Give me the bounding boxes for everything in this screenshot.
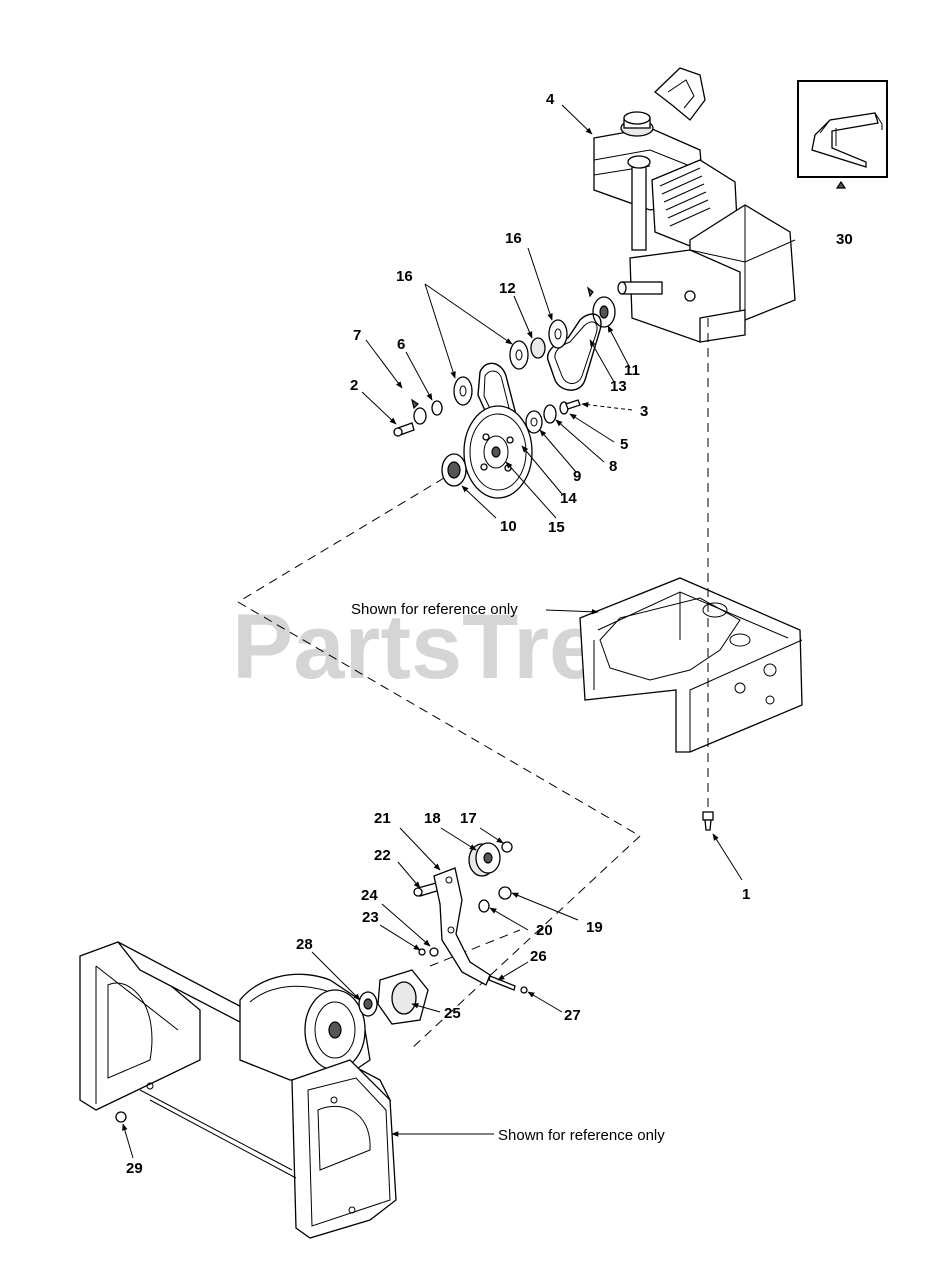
housing-reference-note: Shown for reference only	[498, 1127, 665, 1144]
frame-reference-note: Shown for reference only	[351, 601, 518, 618]
pulley-assembly	[393, 286, 616, 499]
callout-27: 27	[564, 1007, 581, 1024]
callout-7: 7	[353, 327, 361, 344]
callout-16-left: 16	[396, 268, 413, 285]
callout-1: 1	[742, 886, 750, 903]
callout-24: 24	[361, 887, 378, 904]
callout-25: 25	[444, 1005, 461, 1022]
callout-labels: 1 2 3 4 5 6 7 8 9 10 11 12 13 14 15 16 1…	[126, 91, 853, 1177]
auger-housing-reference	[79, 941, 429, 1239]
callout-22: 22	[374, 847, 391, 864]
callout-21: 21	[374, 810, 391, 827]
callout-30: 30	[836, 231, 853, 248]
callout-28: 28	[296, 936, 313, 953]
callout-13: 13	[610, 378, 627, 395]
bolt-1	[702, 811, 714, 831]
callout-5: 5	[620, 436, 628, 453]
callout-2: 2	[350, 377, 358, 394]
callout-17: 17	[460, 810, 477, 827]
callout-29: 29	[126, 1160, 143, 1177]
frame-reference	[579, 577, 803, 753]
callout-26: 26	[530, 948, 547, 965]
callout-4: 4	[546, 91, 555, 108]
callout-16-right: 16	[505, 230, 522, 247]
engine	[593, 67, 796, 343]
callout-15: 15	[548, 519, 565, 536]
callout-9: 9	[573, 468, 581, 485]
leader-lines	[122, 104, 743, 1159]
callout-12: 12	[499, 280, 516, 297]
idler-assembly	[413, 841, 528, 994]
callout-10: 10	[500, 518, 517, 535]
callout-18: 18	[424, 810, 441, 827]
alignment-lines	[237, 318, 709, 1051]
callout-23: 23	[362, 909, 379, 926]
callout-8: 8	[609, 458, 617, 475]
callout-3: 3	[640, 403, 648, 420]
callout-6: 6	[397, 336, 405, 353]
callout-19: 19	[586, 919, 603, 936]
inset-box-part-30	[797, 80, 888, 189]
callout-14: 14	[560, 490, 577, 507]
callout-20: 20	[536, 922, 553, 939]
callout-11: 11	[624, 362, 640, 379]
